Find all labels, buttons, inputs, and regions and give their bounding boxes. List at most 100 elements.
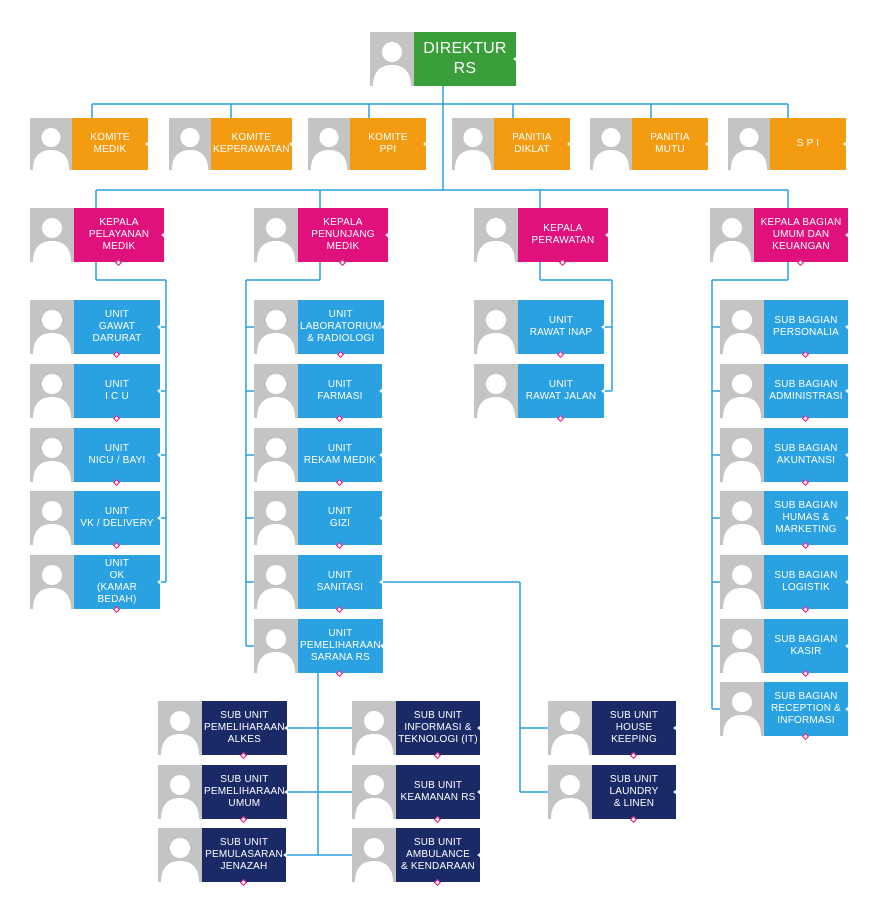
node-kepala-umum-keuangan[interactable]: KEPALA BAGIAN UMUM DAN KEUANGAN	[710, 208, 849, 267]
collapse-caret-icon[interactable]	[145, 141, 149, 147]
collapse-caret-icon[interactable]	[845, 579, 849, 585]
collapse-caret-icon[interactable]	[601, 324, 605, 330]
node-unit-rawat-jalan[interactable]: UNIT RAWAT JALAN	[474, 364, 605, 423]
collapse-caret-icon[interactable]	[380, 324, 385, 330]
node-label: KEPALA BAGIAN UMUM DAN KEUANGAN	[754, 208, 849, 267]
node-unit-ok[interactable]: UNIT OK (KAMAR BEDAH)	[30, 555, 161, 614]
collapse-caret-icon[interactable]	[567, 141, 571, 147]
node-subunit-laundry-linen[interactable]: SUB UNIT LAUNDRY & LINEN	[548, 765, 677, 824]
node-subunit-ambulance-kendaraan[interactable]: SUB UNIT AMBULANCE & KENDARAAN	[352, 828, 481, 887]
node-unit-pemeliharaan-sarana[interactable]: UNIT PEMELIHARAAN SARANA RS	[254, 619, 384, 678]
person-silhouette-icon	[254, 555, 298, 609]
node-label: SUB BAGIAN RECEPTION & INFORMASI	[764, 682, 849, 741]
collapse-caret-icon[interactable]	[157, 388, 161, 394]
person-silhouette-icon	[720, 682, 764, 736]
node-subunit-pemulasaran-jenazah[interactable]: SUB UNIT PEMULASARAN JENAZAH	[158, 828, 287, 887]
person-silhouette-icon	[590, 118, 632, 170]
collapse-caret-icon[interactable]	[283, 789, 288, 795]
node-sub-bagian-kasir[interactable]: SUB BAGIAN KASIR	[720, 619, 849, 678]
node-sub-bagian-humas-marketing[interactable]: SUB BAGIAN HUMAS & MARKETING	[720, 491, 849, 550]
node-subunit-informasi-teknologi[interactable]: SUB UNIT INFORMASI & TEKNOLOGI (IT)	[352, 701, 481, 760]
collapse-caret-icon[interactable]	[843, 141, 847, 147]
collapse-caret-icon[interactable]	[845, 388, 849, 394]
collapse-caret-icon[interactable]	[845, 452, 849, 458]
collapse-caret-icon[interactable]	[288, 141, 293, 147]
node-unit-rawat-inap[interactable]: UNIT RAWAT INAP	[474, 300, 605, 359]
node-label: KEPALA PERAWATAN	[518, 208, 609, 267]
node-kepala-pelayanan-medik[interactable]: KEPALA PELAYANAN MEDIK	[30, 208, 165, 267]
node-label: KOMITE PPI	[350, 118, 427, 170]
node-kepala-perawatan[interactable]: KEPALA PERAWATAN	[474, 208, 609, 267]
collapse-caret-icon[interactable]	[379, 579, 383, 585]
node-label: UNIT FARMASI	[298, 364, 383, 423]
collapse-caret-icon[interactable]	[477, 789, 481, 795]
node-subunit-house-keeping[interactable]: SUB UNIT HOUSE KEEPING	[548, 701, 677, 760]
node-komite-medik[interactable]: KOMITE MEDIK	[30, 118, 149, 170]
node-unit-nicu-bayi[interactable]: UNIT NICU / BAYI	[30, 428, 161, 487]
collapse-caret-icon[interactable]	[673, 725, 677, 731]
collapse-caret-icon[interactable]	[845, 515, 849, 521]
node-sub-bagian-reception-informasi[interactable]: SUB BAGIAN RECEPTION & INFORMASI	[720, 682, 849, 741]
node-sub-bagian-logistik[interactable]: SUB BAGIAN LOGISTIK	[720, 555, 849, 614]
collapse-caret-icon[interactable]	[601, 388, 605, 394]
collapse-caret-icon[interactable]	[379, 452, 383, 458]
collapse-caret-icon[interactable]	[157, 515, 161, 521]
person-silhouette-icon	[308, 118, 350, 170]
node-kepala-penunjang-medik[interactable]: KEPALA PENUNJANG MEDIK	[254, 208, 389, 267]
collapse-caret-icon[interactable]	[161, 232, 165, 238]
collapse-caret-icon[interactable]	[423, 141, 427, 147]
node-sub-bagian-personalia[interactable]: SUB BAGIAN PERSONALIA	[720, 300, 849, 359]
collapse-caret-icon[interactable]	[605, 232, 609, 238]
person-silhouette-icon	[254, 428, 298, 482]
node-unit-gawat-darurat[interactable]: UNIT GAWAT DARURAT	[30, 300, 161, 359]
node-sub-bagian-akuntansi[interactable]: SUB BAGIAN AKUNTANSI	[720, 428, 849, 487]
node-unit-icu[interactable]: UNIT I C U	[30, 364, 161, 423]
collapse-caret-icon[interactable]	[845, 643, 849, 649]
node-panitia-mutu[interactable]: PANITIA MUTU	[590, 118, 709, 170]
node-subunit-pemeliharaan-alkes[interactable]: SUB UNIT PEMELIHARAAN ALKES	[158, 701, 288, 760]
node-sub-bagian-administrasi[interactable]: SUB BAGIAN ADMINISTRASI	[720, 364, 849, 423]
node-panitia-diklat[interactable]: PANITIA DIKLAT	[452, 118, 571, 170]
node-label: SUB UNIT AMBULANCE & KENDARAAN	[396, 828, 481, 887]
node-unit-laboratorium-radiologi[interactable]: UNIT LABORATORIUM & RADIOLOGI	[254, 300, 385, 359]
collapse-caret-icon[interactable]	[513, 56, 517, 62]
person-silhouette-icon	[352, 828, 396, 882]
collapse-caret-icon[interactable]	[283, 852, 287, 858]
collapse-caret-icon[interactable]	[385, 232, 389, 238]
person-silhouette-icon	[720, 300, 764, 354]
collapse-caret-icon[interactable]	[283, 725, 288, 731]
collapse-caret-icon[interactable]	[705, 141, 709, 147]
node-label: UNIT SANITASI	[298, 555, 383, 614]
node-label: SUB BAGIAN PERSONALIA	[764, 300, 849, 359]
node-komite-ppi[interactable]: KOMITE PPI	[308, 118, 427, 170]
collapse-caret-icon[interactable]	[477, 725, 481, 731]
collapse-caret-icon[interactable]	[379, 515, 383, 521]
collapse-caret-icon[interactable]	[379, 643, 384, 649]
collapse-caret-icon[interactable]	[845, 706, 849, 712]
node-label: UNIT I C U	[74, 364, 161, 423]
collapse-caret-icon[interactable]	[845, 324, 849, 330]
person-silhouette-icon	[30, 555, 74, 609]
collapse-caret-icon[interactable]	[157, 324, 161, 330]
node-unit-sanitasi[interactable]: UNIT SANITASI	[254, 555, 383, 614]
node-unit-vk-delivery[interactable]: UNIT VK / DELIVERY	[30, 491, 161, 550]
node-spi[interactable]: S P I	[728, 118, 847, 170]
person-silhouette-icon	[169, 118, 211, 170]
node-subunit-pemeliharaan-umum[interactable]: SUB UNIT PEMELIHARAAN UMUM	[158, 765, 288, 824]
node-direktur-rs[interactable]: DIREKTUR RS	[370, 32, 517, 86]
node-label: KEPALA PELAYANAN MEDIK	[74, 208, 165, 267]
collapse-caret-icon[interactable]	[477, 852, 481, 858]
collapse-caret-icon[interactable]	[157, 579, 161, 585]
node-komite-keperawatan[interactable]: KOMITE KEPERAWATAN	[169, 118, 293, 170]
collapse-caret-icon[interactable]	[157, 452, 161, 458]
node-unit-gizi[interactable]: UNIT GIZI	[254, 491, 383, 550]
collapse-caret-icon[interactable]	[379, 388, 383, 394]
person-silhouette-icon	[30, 364, 74, 418]
node-label: SUB UNIT PEMELIHARAAN UMUM	[202, 765, 288, 824]
node-unit-farmasi[interactable]: UNIT FARMASI	[254, 364, 383, 423]
person-silhouette-icon	[474, 300, 518, 354]
collapse-caret-icon[interactable]	[673, 789, 677, 795]
node-unit-rekam-medik[interactable]: UNIT REKAM MEDIK	[254, 428, 383, 487]
node-subunit-keamanan-rs[interactable]: SUB UNIT KEAMANAN RS	[352, 765, 481, 824]
collapse-caret-icon[interactable]	[845, 232, 849, 238]
